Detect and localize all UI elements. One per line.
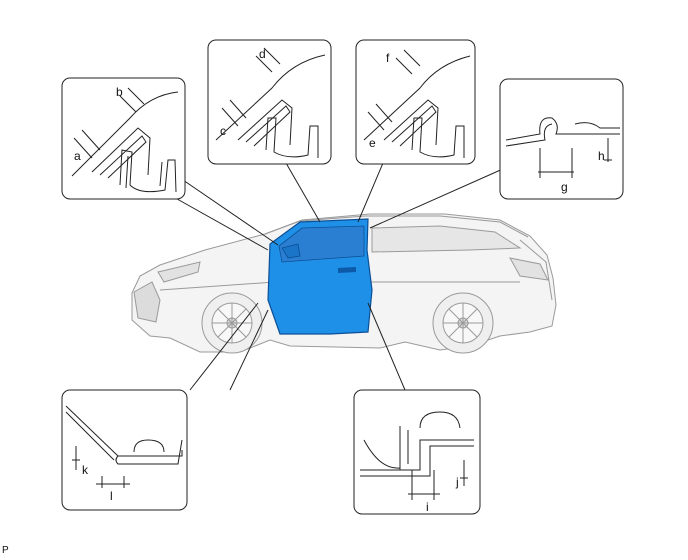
detail-panel-cd: d c <box>207 39 332 165</box>
leader-lines <box>169 162 506 391</box>
front-grille <box>133 281 161 323</box>
detail-panel-ef: f e <box>355 39 476 165</box>
front-door-window <box>278 225 365 263</box>
label-k: k <box>82 463 89 477</box>
rear-window <box>371 225 522 253</box>
rear-wheel <box>432 292 494 354</box>
label-i: i <box>426 500 429 514</box>
label-e: e <box>369 136 376 150</box>
body-crease <box>159 281 520 291</box>
side-mirror <box>281 243 301 259</box>
detail-panel-gh: g h <box>499 78 624 200</box>
vehicle-roof <box>264 215 529 238</box>
detail-panel-ij: i j <box>353 389 481 515</box>
label-d: d <box>259 47 266 61</box>
label-f: f <box>386 51 390 65</box>
detail-panel-kl: k l <box>61 389 188 511</box>
rear-hatch <box>519 239 553 301</box>
label-c: c <box>220 124 226 138</box>
figure-code: P <box>2 545 9 556</box>
detail-panel-ab: b a <box>61 77 186 200</box>
label-g: g <box>561 180 568 194</box>
label-l: l <box>110 489 113 503</box>
door-handle <box>338 267 356 273</box>
front-wheel <box>201 292 263 354</box>
label-a: a <box>74 149 81 163</box>
label-b: b <box>116 85 123 99</box>
label-h: h <box>598 149 605 163</box>
tail-light <box>509 257 549 281</box>
headlight <box>157 261 201 283</box>
label-j: j <box>455 475 459 489</box>
